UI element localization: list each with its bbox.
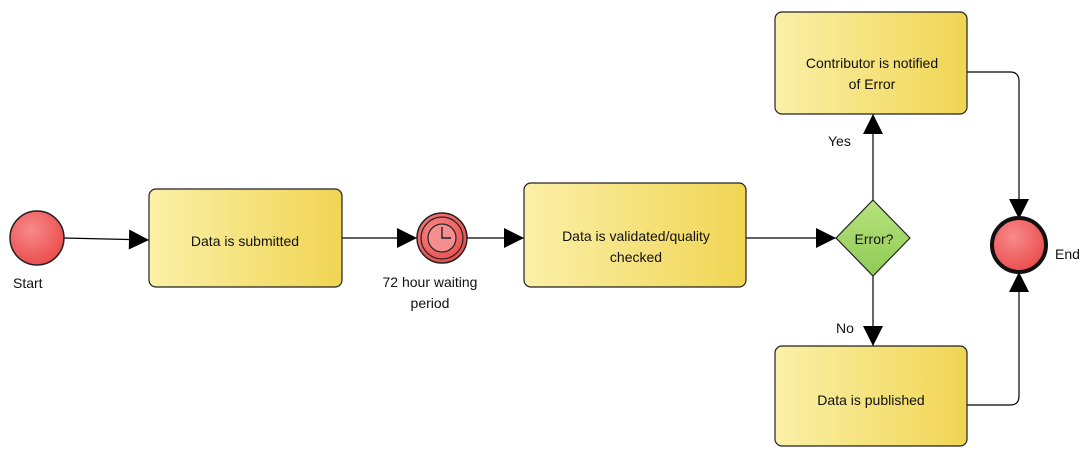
task-contributor-notified[interactable]: Contributor is notified of Error <box>774 11 968 115</box>
task-data-published-label: Data is published <box>817 392 924 408</box>
end-event <box>990 216 1048 274</box>
task-contributor-notified-label-line1: Contributor is notified <box>806 55 938 71</box>
gateway-error-label: Error? <box>855 231 894 247</box>
timer-label-line2: period <box>411 295 450 311</box>
start-label: Start <box>13 275 43 291</box>
timer-event <box>416 212 468 264</box>
timer-label-line1: 72 hour waiting <box>383 274 478 290</box>
task-data-validated-label-line1: Data is validated/quality <box>562 228 710 244</box>
end-label: End <box>1055 246 1080 262</box>
gateway-no-label: No <box>836 320 854 336</box>
gateway-yes-label: Yes <box>828 133 851 149</box>
flow-published-to-end <box>967 272 1029 406</box>
task-data-submitted-label: Data is submitted <box>191 233 299 249</box>
task-data-submitted[interactable]: Data is submitted <box>148 188 343 288</box>
task-contributor-notified-label-line2: of Error <box>849 76 896 92</box>
clock-icon <box>427 223 457 253</box>
flow-start-to-submitted <box>63 229 150 250</box>
gateway-error[interactable]: Error? <box>835 199 911 277</box>
flow-notified-to-end <box>967 71 1029 219</box>
task-data-published[interactable]: Data is published <box>774 345 968 447</box>
start-event <box>9 210 65 266</box>
connectors <box>63 71 1029 406</box>
task-data-validated[interactable]: Data is validated/quality checked <box>523 182 747 288</box>
task-data-validated-label-line2: checked <box>610 249 662 265</box>
